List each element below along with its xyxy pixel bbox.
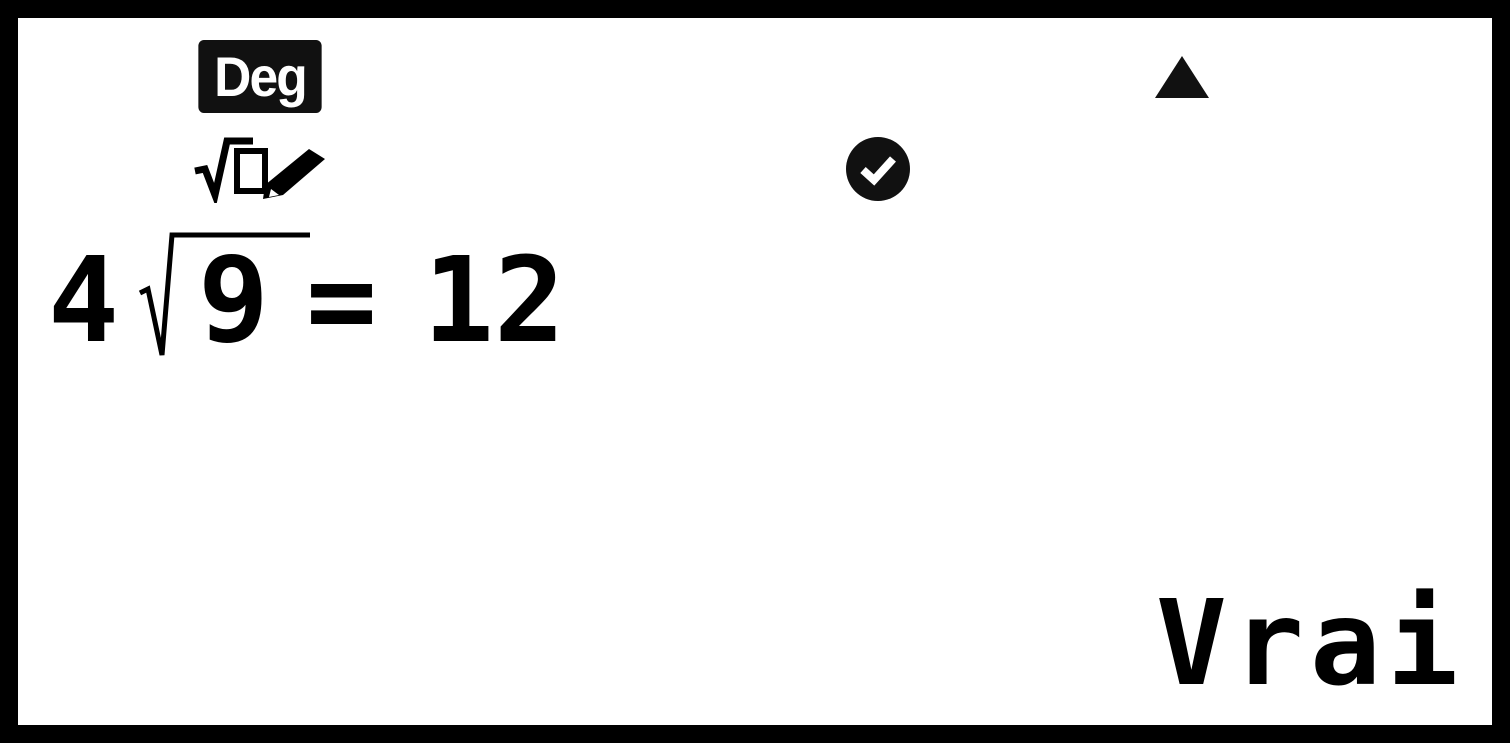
- equals-sign: =: [306, 231, 378, 369]
- deg-indicator: Deg: [198, 40, 322, 113]
- check-icon: [846, 137, 910, 201]
- scroll-up-triangle-icon: [1155, 56, 1209, 98]
- rhs-value: 12: [423, 231, 566, 369]
- input-expression: 4 9 = 12: [48, 223, 648, 363]
- result-output: Vrai: [1155, 574, 1464, 712]
- radicand: 9: [198, 231, 270, 369]
- math-input-icon: [194, 137, 325, 203]
- coefficient: 4: [48, 231, 120, 369]
- square-root-symbol: [138, 232, 310, 356]
- calculator-display: Deg 4 9 = 12 Vrai: [18, 18, 1492, 725]
